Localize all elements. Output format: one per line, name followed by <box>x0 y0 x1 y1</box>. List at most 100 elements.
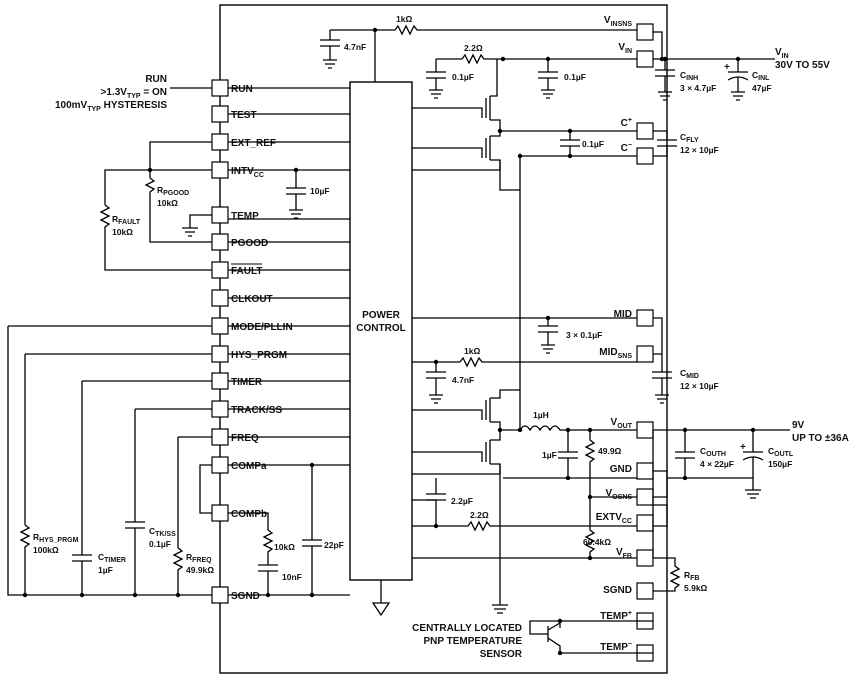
c-0u1-a-value: 0.1µF <box>452 72 474 82</box>
coutl-value: 150µF <box>768 459 792 469</box>
c-0u1-b-value: 0.1µF <box>564 72 586 82</box>
intvcc-wire <box>104 169 212 205</box>
r-1k-mid-value: 1kΩ <box>464 346 480 356</box>
cmid-label: CMID <box>680 368 699 380</box>
label-vin: VIN <box>618 42 632 55</box>
pin-sgnd-right <box>636 582 654 600</box>
ground-cmid-big <box>655 394 669 404</box>
block-ground-symbol <box>371 602 391 617</box>
label-extvcc: EXTVCC <box>596 512 632 525</box>
label-sgnd-right: SGND <box>603 585 632 596</box>
label-test: TEST <box>231 110 257 121</box>
cinl-label: CINL <box>752 70 770 82</box>
pin-vinsns <box>636 23 654 41</box>
ground-cinl <box>731 91 745 101</box>
label-vout: VOUT <box>611 417 633 430</box>
label-run: RUN <box>231 84 253 95</box>
ctkss-value: 0.1µF <box>149 539 171 549</box>
c-22p-value: 22pF <box>324 540 344 550</box>
pin-intvcc <box>211 161 229 179</box>
label-timer: TIMER <box>231 377 263 388</box>
pin-vosns <box>636 488 654 506</box>
r-60k4 <box>584 497 596 558</box>
pin-fault <box>211 261 229 279</box>
r-fb <box>653 557 681 592</box>
ctkss-label: CTK/SS <box>149 526 176 538</box>
power-control-line1: POWER <box>362 310 401 321</box>
mosfet-bottom-1 <box>412 389 520 430</box>
label-hys-prgm: HYS_PRGM <box>231 350 287 361</box>
cinh-value: 3 × 4.7µF <box>680 83 716 93</box>
label-midsns: MIDSNS <box>599 347 632 360</box>
cfly-label: CFLY <box>680 132 699 144</box>
vinsns-internal <box>374 29 395 82</box>
c-fly <box>653 130 677 157</box>
power-control-line2: CONTROL <box>356 323 405 334</box>
vin-note-name: VIN <box>775 47 789 60</box>
c-10n <box>258 564 278 595</box>
c-4n7-mid <box>412 361 446 395</box>
vin-note-range: 30V TO 55V <box>775 60 830 71</box>
vout-note-volt: 9V <box>792 420 805 431</box>
label-compa: COMPa <box>231 461 267 472</box>
r-hys <box>19 524 31 595</box>
svg-text:+: + <box>724 62 730 73</box>
r-2r2-top-value: 2.2Ω <box>464 43 483 53</box>
label-ext-ref: EXT_REF <box>231 138 276 149</box>
label-fault: FAULT <box>231 266 262 277</box>
c-timer <box>72 380 212 595</box>
pin-ext-ref <box>211 133 229 151</box>
label-compb: COMPb <box>231 509 267 520</box>
ground-intv <box>289 209 303 219</box>
c-1u-value: 1µF <box>542 450 557 460</box>
mosfet-stack-bottom <box>499 170 520 191</box>
r-1k-top <box>394 24 637 36</box>
cminus-node <box>519 155 637 430</box>
cinl-value: 47µF <box>752 83 772 93</box>
sensor-note-l3: SENSOR <box>480 649 523 660</box>
run-note-l2: >1.3VTYP = ON <box>101 87 167 100</box>
rfb-label: RFB <box>684 570 699 582</box>
couth-value: 4 × 22µF <box>700 459 734 469</box>
label-freq: FREQ <box>231 433 259 444</box>
hys-wire <box>24 353 212 525</box>
r-10k-comp <box>262 529 274 565</box>
c-outh <box>675 430 695 478</box>
label-cminus: C− <box>621 142 632 154</box>
c-4n7-top <box>320 29 375 60</box>
pin-compb <box>211 504 229 522</box>
mosfet-top-2 <box>412 131 501 170</box>
run-note-l3: 100mVTYP HYSTERESIS <box>55 100 167 113</box>
ctimer-label: CTIMER <box>98 552 126 564</box>
c-2u2 <box>426 478 446 526</box>
extvcc-to-vout <box>653 504 668 527</box>
sgnd-left-rail <box>7 326 212 596</box>
rfreq-value: 49.9kΩ <box>186 565 214 575</box>
rhys-label: RHYS_PRGM <box>33 532 79 544</box>
ground-4n7-top <box>323 59 337 69</box>
label-vfb: VFB <box>616 547 632 560</box>
r-freq <box>172 547 184 595</box>
ground-low-side <box>492 604 508 614</box>
pin-vfb <box>636 549 654 567</box>
label-cplus: C+ <box>621 117 632 129</box>
label-temp-minus: TEMP− <box>600 641 632 653</box>
rfb-value: 5.9kΩ <box>684 583 708 593</box>
couth-label: COUTH <box>700 446 726 458</box>
pin-compa <box>211 456 229 474</box>
c-mid-value: 3 × 0.1µF <box>566 330 602 340</box>
label-sgnd-left: SGND <box>231 591 260 602</box>
label-temp-plus: TEMP+ <box>600 610 632 622</box>
output-ground-rail <box>667 477 754 490</box>
c-intv-value: 10µF <box>310 186 330 196</box>
rfreq-label: RFREQ <box>186 552 212 564</box>
pin-track-ss <box>211 400 229 418</box>
label-mid: MID <box>614 309 632 320</box>
label-pgood: PGOOD <box>231 238 268 249</box>
c-inh <box>655 59 675 92</box>
pin-clkout <box>211 289 229 307</box>
inductor-value: 1µH <box>533 410 549 420</box>
pin-pgood <box>211 233 229 251</box>
c-inl <box>727 59 749 92</box>
